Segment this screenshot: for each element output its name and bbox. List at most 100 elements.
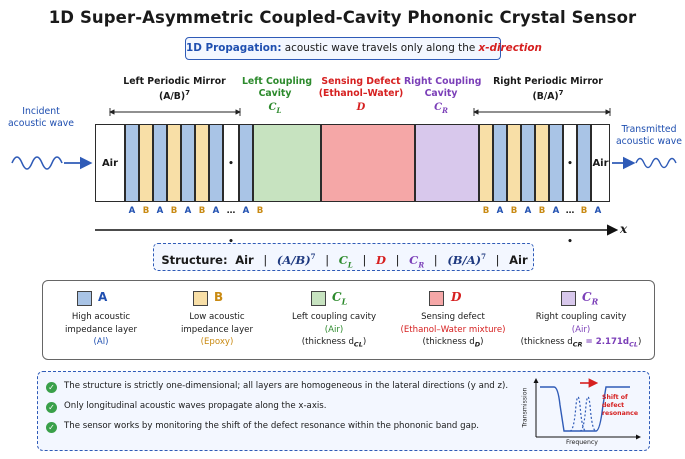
right-mirror-formula: (B/A)7 [484,88,612,103]
check-icon: ✓ [46,422,57,433]
note-item: The structure is strictly one-dimensiona… [64,381,509,391]
legend-swatch [311,291,326,306]
structure-ab: (A/B)7 [276,252,316,267]
left-layer-labels: A B A B A B A … A B [125,206,295,218]
transmitted-wave-label: Transmitted acoustic wave [614,124,684,147]
inset-annotation-line2: resonance [602,410,639,417]
layer-label: A [156,206,164,216]
structure-formula-box: Structure: Air | (A/B)7 | CL | D | CR | … [153,243,534,271]
layer-a [125,124,139,202]
legend-panel: A High acoustic impedance layer (Al) B L… [42,280,655,360]
legend-item-cr: CR Right coupling cavity (Air) (thicknes… [509,285,653,359]
structure-d: D [375,252,386,267]
legend-item-d: D Sensing defect (Ethanol–Water mixture)… [391,285,515,359]
structure-ab-base: (A/B) [276,252,311,267]
right-mirror-title: Right Periodic Mirror [493,76,603,87]
structure-ba: (B/A)7 [447,252,486,267]
legend-desc: High acoustic impedance layer (Al) [45,311,157,349]
incident-line2: acoustic wave [7,117,75,129]
transmitted-line2: acoustic wave [615,135,683,147]
propagation-banner: 1D Propagation: acoustic wave travels on… [185,37,542,60]
left-mirror-exponent: 7 [185,88,191,97]
left-cavity-title2: Cavity [258,87,292,99]
legend-desc-line: Left coupling cavity [291,312,377,322]
layer-label: B [170,206,178,216]
legend-desc-line: (Ethanol–Water mixture) [400,324,506,335]
left-cavity-label: Left Coupling Cavity CL [242,76,313,117]
air-right-block: Air [591,124,610,202]
layer-label: … [226,206,236,216]
layer-label: B [198,206,206,216]
legend-head-text: C [582,290,592,304]
layer-label: A [184,206,192,216]
legend-desc-line: (thickness dD) [391,336,515,351]
left-cavity-symbol-base: C [268,102,277,113]
defect-symbol: D [356,102,366,113]
incident-wave-icon [11,156,63,170]
phononic-crystal-structure: Air • • • • • • Air [95,124,610,325]
inset-ylabel-wrap: Transmission [520,378,530,440]
inset-annotation-line1: Shift of defect [602,394,628,409]
legend-item-a: A High acoustic impedance layer (Al) [45,285,157,359]
defect-title1: Sensing Defect [321,76,401,87]
x-axis-label: x [620,222,628,236]
legend-desc-line: (Al) [93,337,109,347]
right-mirror-label: Right Periodic Mirror (B/A)7 [484,76,612,102]
layer-a [493,124,507,202]
right-mirror-formula-base: (B/A) [532,90,559,102]
note-item: The sensor works by monitoring the shift… [64,421,480,431]
legend-thickness: (thickness d [520,337,573,347]
legend-head: CR [582,290,598,306]
incident-wave-label: Incident acoustic wave [4,106,78,129]
legend-thickness-sub: CL [353,340,363,349]
legend-thickness: (thickness d [301,337,354,347]
layer-label: A [594,206,602,216]
layer-label: A [552,206,560,216]
right-mirror-exponent: 7 [558,88,564,97]
legend-head-text: D [451,290,462,304]
legend-head-sub: L [341,296,348,307]
left-mirror-formula-base: (A/B) [158,90,186,102]
layer-b [139,124,153,202]
right-cavity-title2: Cavity [424,87,458,99]
legend-head-text: B [214,290,224,304]
legend-head: CL [332,290,347,306]
structure-cl-sub: L [347,260,353,270]
layer-label: B [510,206,518,216]
legend-desc-line: (thickness dCR = 2.171dCL) [509,336,653,351]
incident-line1: Incident [22,106,60,117]
legend-swatch [77,291,92,306]
legend-desc: Right coupling cavity (Air) (thickness d… [509,311,653,351]
right-cavity-symbol: CR [404,102,478,117]
legend-swatch [561,291,576,306]
layer-label: A [128,206,136,216]
layer-a [209,124,223,202]
structure-cl: CL [339,253,353,270]
layer-label: B [256,206,264,216]
notes-panel: ✓ The structure is strictly one-dimensio… [37,371,650,451]
legend-desc-line: (thickness dCL) [275,336,393,351]
left-coupling-cavity-block [253,124,321,202]
legend-desc: Left coupling cavity (Air) (thickness dC… [275,311,393,351]
legend-desc-line: impedance layer [65,324,137,335]
layer-b [507,124,521,202]
legend-item-b: B Low acoustic impedance layer (Epoxy) [161,285,273,359]
legend-head: D [451,290,461,304]
legend-thickness-eq: = 2.171d [582,337,630,347]
left-mirror-label: Left Periodic Mirror (A/B)7 [112,76,237,102]
transmitted-line1: Transmitted [621,124,677,135]
structure-air-right: Air [509,252,528,267]
structure-label: Structure: [161,252,228,267]
layer-label: … [565,206,575,216]
legend-desc-line: (Epoxy) [200,337,234,347]
left-cavity-symbol-sub: L [276,106,282,115]
legend-thickness: (thickness d [422,337,475,347]
right-cavity-symbol-sub: R [442,106,448,115]
left-cavity-title1: Left Coupling [242,76,313,87]
legend-head: B [214,290,223,304]
layer-a [577,124,591,202]
structure-cr-base: C [409,252,419,267]
right-layer-labels: B A B A B A … B A [479,206,609,218]
layer-label: B [142,206,150,216]
layer-b [479,124,493,202]
